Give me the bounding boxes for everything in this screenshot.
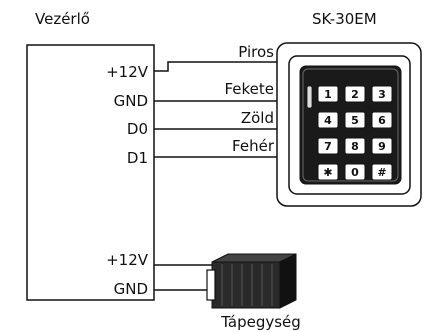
pin-12v-bottom: +12V <box>106 251 149 269</box>
key-hash-label: # <box>377 166 386 179</box>
key-6 <box>371 111 393 129</box>
key-2 <box>344 85 366 103</box>
key-5-label: 5 <box>351 114 359 127</box>
keypad-device: 1 2 3 4 5 6 7 8 9 ✱ 0 # <box>276 42 422 207</box>
key-9-label: 9 <box>378 140 386 153</box>
key-6-label: 6 <box>378 114 386 127</box>
key-0 <box>344 163 366 181</box>
key-7-label: 7 <box>324 140 332 153</box>
keypad-face-inner <box>302 68 399 182</box>
psu-texture <box>221 264 273 306</box>
device-title: SK-30EM <box>312 10 377 28</box>
key-1-label: 1 <box>324 88 332 101</box>
wire-label-black: Fekete <box>224 80 274 98</box>
key-hash <box>371 163 393 181</box>
wire-label-white: Fehér <box>232 137 275 155</box>
key-1 <box>317 85 339 103</box>
psu-front <box>211 261 281 309</box>
key-3-label: 3 <box>378 88 386 101</box>
controller-box <box>26 44 155 301</box>
power-wires <box>154 264 222 291</box>
pin-12v-top: +12V <box>106 63 149 81</box>
controller-title: Vezérlő <box>35 10 90 28</box>
pin-d0: D0 <box>127 120 148 138</box>
key-8-label: 8 <box>351 140 359 153</box>
pin-d1: D1 <box>127 149 148 167</box>
key-0-label: 0 <box>351 166 359 179</box>
keypad-wires <box>154 61 278 158</box>
key-star <box>317 163 339 181</box>
wire-label-green: Zöld <box>241 109 274 127</box>
pin-gnd-bottom: GND <box>114 280 148 298</box>
key-7 <box>317 137 339 155</box>
key-star-label: ✱ <box>323 166 332 179</box>
key-4-label: 4 <box>324 114 332 127</box>
psu-connector <box>206 269 216 301</box>
key-8 <box>344 137 366 155</box>
power-supply-label: Tápegység <box>220 313 301 331</box>
key-3 <box>371 85 393 103</box>
key-5 <box>344 111 366 129</box>
psu-side <box>279 253 297 309</box>
pin-gnd-top: GND <box>114 92 148 110</box>
key-2-label: 2 <box>351 88 359 101</box>
power-supply-icon <box>206 253 297 309</box>
wire-red <box>154 61 278 72</box>
key-9 <box>371 137 393 155</box>
key-4 <box>317 111 339 129</box>
wire-label-red: Piros <box>238 43 274 61</box>
led-indicator <box>306 85 313 109</box>
